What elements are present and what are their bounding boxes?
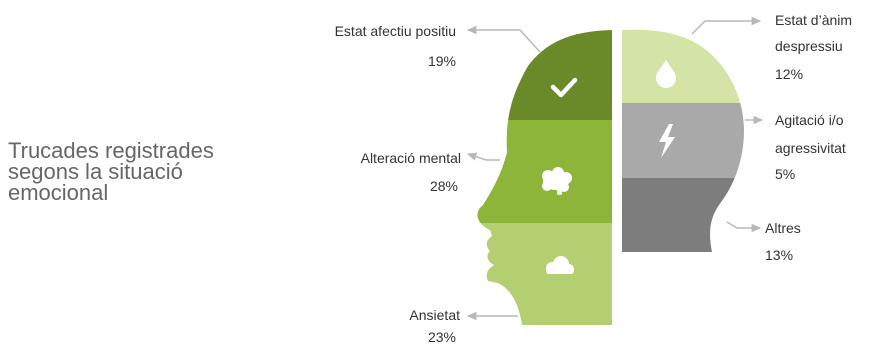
leader-lines — [466, 16, 764, 321]
band-estat-afectiu-positiu — [477, 30, 612, 120]
leader-anim — [691, 16, 762, 35]
label-agitacio-line2: agressivitat — [775, 140, 846, 156]
pct-ansietat: 23% — [427, 329, 456, 345]
leader-altres — [726, 221, 762, 233]
chart-title: Trucades registrades segons la situació … — [8, 138, 214, 205]
right-head — [622, 29, 744, 252]
check-icon — [550, 77, 578, 98]
leader-positiu — [466, 25, 541, 53]
cloud-icon — [546, 256, 574, 274]
lightning-icon — [659, 124, 675, 158]
label-estat-afectiu-positiu: Estat afectiu positiu — [334, 23, 456, 39]
drop-icon — [656, 60, 676, 88]
leader-mental — [467, 152, 500, 161]
label-agitacio-line1: Agitació i/o — [775, 112, 844, 128]
label-estat-anim-line1: Estat d’ànim — [775, 12, 853, 28]
label-estat-anim-line2: despressiu — [775, 38, 843, 54]
band-estat-anim-despressiu — [622, 29, 744, 103]
pct-agitacio: 5% — [775, 166, 796, 182]
band-agitacio-agressivitat — [622, 103, 744, 178]
pct-alteracio-mental: 28% — [429, 178, 458, 194]
band-ansietat — [477, 223, 612, 325]
pct-estat-anim: 12% — [775, 66, 804, 82]
brain-icon — [542, 167, 572, 195]
label-ansietat: Ansietat — [409, 307, 460, 323]
band-altres — [622, 178, 744, 252]
pct-estat-afectiu-positiu: 19% — [427, 53, 456, 69]
label-altres: Altres — [765, 220, 801, 236]
pct-altres: 13% — [765, 247, 794, 263]
label-alteracio-mental: Alteració mental — [360, 150, 461, 166]
